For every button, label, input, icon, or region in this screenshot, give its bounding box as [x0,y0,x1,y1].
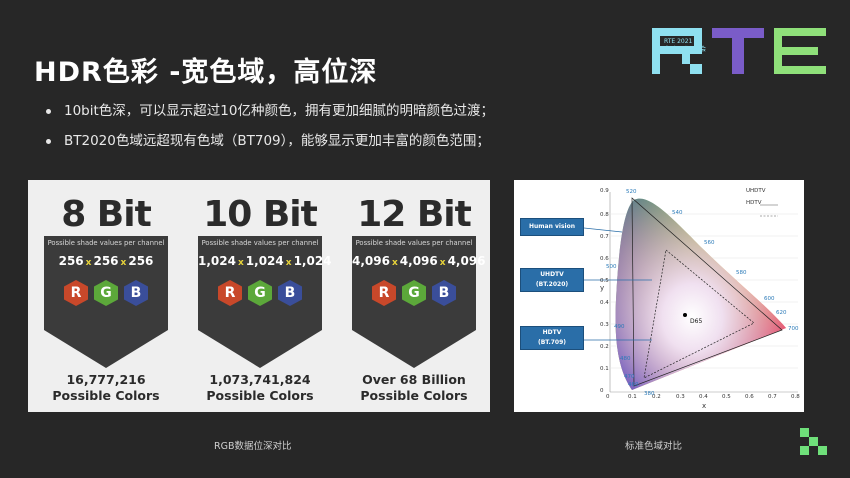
green-channel-icon: G [402,280,426,306]
d65-label: D65 [690,318,703,325]
legend-uhdtv: UHDTV [746,188,766,194]
blue-channel-icon: B [124,280,148,306]
bit-column-12: 12 Bit Possible shade values per channel… [352,194,486,403]
arrow-down-icon [44,330,168,368]
red-channel-icon: R [64,280,88,306]
bit-column-8: 8 Bit Possible shade values per channel … [32,180,180,412]
arrow-down-icon [198,330,322,368]
legend-hdtv: HDTV [746,200,762,206]
bullet-list: 10bit色深，可以显示超过10亿种颜色，拥有更加细腻的明暗颜色过渡； BT20… [44,100,494,160]
slide-title: HDR色彩 -宽色域，高位深 [34,57,378,88]
human-vision-label: Human vision [520,218,584,236]
y-ticks: 0 0.1 0.2 0.3 0.4 0.5 0.6 0.7 0.8 0.9 [600,188,609,394]
bullet-item: 10bit色深，可以显示超过10亿种颜色，拥有更加细腻的明暗颜色过渡； [44,100,494,130]
rte-logo [652,28,826,74]
cie-gamut-image: Human vision UHDTV (BT.2020) HDTV (BT.70… [514,180,804,412]
red-channel-icon: R [372,280,396,306]
blue-channel-icon: B [278,280,302,306]
caption-left: RGB数据位深对比 [214,441,292,452]
pixel-deco-icon [800,428,827,455]
hdtv-label: HDTV (BT.709) [520,326,584,350]
x-axis-label: x [702,402,707,410]
bullet-item: BT2020色域远超现有色域（BT709），能够显示更加丰富的颜色范围； [44,130,494,160]
green-channel-icon: G [248,280,272,306]
uhdtv-label: UHDTV (BT.2020) [520,268,584,292]
arrow-down-icon [352,330,476,368]
cie-diagram [583,192,798,393]
red-channel-icon: R [218,280,242,306]
logo-text: RTE 2021 实时互联网大会 [664,38,707,53]
bit-depth-image: 8 Bit Possible shade values per channel … [28,180,490,412]
bit-column-10: 10 Bit Possible shade values per channel… [198,194,332,403]
y-axis-label: y [600,284,605,292]
caption-right: 标准色域对比 [625,441,683,452]
green-channel-icon: G [94,280,118,306]
blue-channel-icon: B [432,280,456,306]
